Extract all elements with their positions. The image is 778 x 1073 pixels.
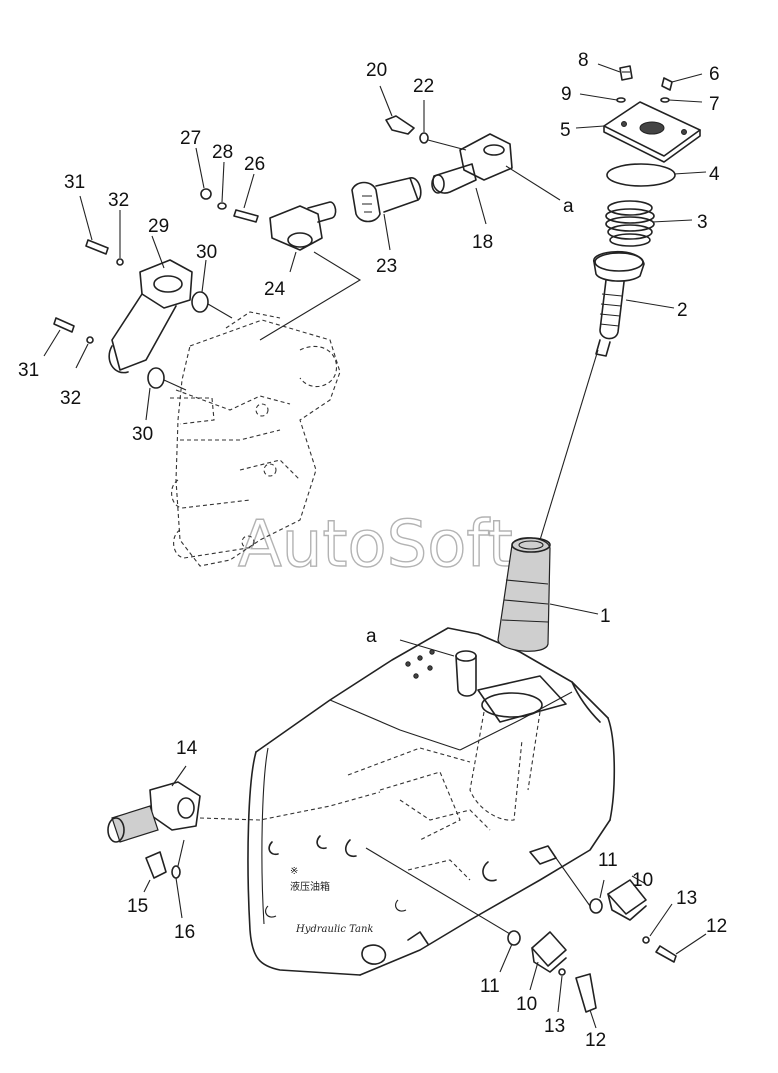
callout-a-fitting: a (563, 196, 574, 217)
o-ring-part-30-upper (191, 259, 233, 319)
washer-part-32-upper (116, 210, 124, 266)
bolt-part-12-lower (575, 973, 597, 1029)
bolt-part-26 (233, 173, 259, 223)
cover-part-10-lower (529, 931, 567, 991)
callout-9: 9 (561, 84, 572, 105)
o-ring-part-11-right (589, 879, 605, 914)
callout-3: 3 (697, 212, 708, 233)
coupling-part-23 (351, 177, 422, 251)
filter-element-part-1 (497, 349, 599, 652)
o-ring-part-4 (606, 163, 676, 187)
callout-26: 26 (244, 154, 265, 175)
bolt-part-8 (597, 63, 633, 81)
callout-11-right: 11 (598, 850, 618, 871)
callout-a-tank: a (366, 626, 377, 647)
callout-31-lower: 31 (18, 360, 39, 381)
callout-2: 2 (677, 300, 688, 321)
callout-20: 20 (366, 60, 387, 81)
callout-22: 22 (413, 76, 434, 97)
washer-part-13-lower (557, 968, 566, 1013)
bolt-part-12-right (655, 933, 707, 963)
callout-30-lower: 30 (132, 424, 153, 445)
callout-13-lower: 13 (544, 1016, 565, 1037)
spring-part-3 (605, 200, 655, 247)
callout-23: 23 (376, 256, 397, 277)
callout-12-right: 12 (706, 916, 727, 937)
washer-part-28 (217, 161, 227, 210)
callout-7: 7 (709, 94, 720, 115)
callout-27: 27 (180, 128, 201, 149)
bolt-part-31-upper (79, 195, 109, 255)
callout-4: 4 (709, 164, 720, 185)
watermark: AutoSoft (238, 508, 513, 582)
washer-part-13-right (642, 903, 673, 944)
washer-part-9 (579, 93, 626, 103)
washer-part-16 (171, 839, 185, 919)
return-fitting-part-18 (431, 133, 561, 225)
callout-15: 15 (127, 896, 148, 917)
cover-part-5 (603, 101, 701, 163)
callout-24: 24 (264, 279, 286, 300)
callout-16: 16 (174, 922, 195, 943)
o-ring-part-30-lower (145, 367, 187, 421)
callout-11-lower: 11 (480, 976, 500, 997)
bolt-part-6 (661, 73, 703, 91)
nut-part-27 (195, 147, 212, 200)
callout-32-upper: 32 (108, 190, 129, 211)
callout-13-right: 13 (676, 888, 697, 909)
callout-10-right: 10 (632, 870, 653, 891)
bolt-part-15 (143, 851, 167, 893)
control-valve-block (170, 311, 341, 567)
callout-32-lower: 32 (60, 388, 81, 409)
tank-text-cn: 液压油箱 (290, 880, 330, 893)
outlet-fitting-part-14 (107, 765, 201, 843)
callout-31-upper: 31 (64, 172, 85, 193)
callout-6: 6 (709, 64, 720, 85)
callout-28: 28 (212, 142, 233, 163)
washer-part-7 (660, 97, 703, 103)
elbow-part-24 (259, 201, 362, 341)
callout-8: 8 (578, 50, 589, 71)
callout-labels: 1 2 3 4 5 6 7 8 9 10 10 11 11 12 12 13 1… (18, 50, 727, 1051)
tank-text-en: Hydraulic Tank (295, 924, 374, 935)
callout-18: 18 (472, 232, 493, 253)
callout-12-lower: 12 (585, 1030, 606, 1051)
bypass-valve-part-2 (593, 250, 645, 357)
washer-part-32-lower (75, 336, 94, 369)
callout-5: 5 (560, 120, 571, 141)
callout-29: 29 (148, 216, 169, 237)
hydraulic-tank: ※ 液压油箱 Hydraulic Tank (199, 627, 616, 976)
bolt-part-20 (379, 85, 415, 135)
washer-part-22 (419, 100, 467, 151)
cover-part-10-right (607, 875, 647, 921)
tank-text-mark: ※ (290, 866, 298, 877)
callout-30-upper: 30 (196, 242, 217, 263)
bolt-part-31-lower (43, 317, 75, 357)
flange-part-29 (108, 235, 193, 374)
callout-14: 14 (176, 738, 198, 759)
callout-10-lower: 10 (516, 994, 537, 1015)
callout-1: 1 (600, 606, 611, 627)
o-ring-part-11-lower (499, 930, 521, 973)
